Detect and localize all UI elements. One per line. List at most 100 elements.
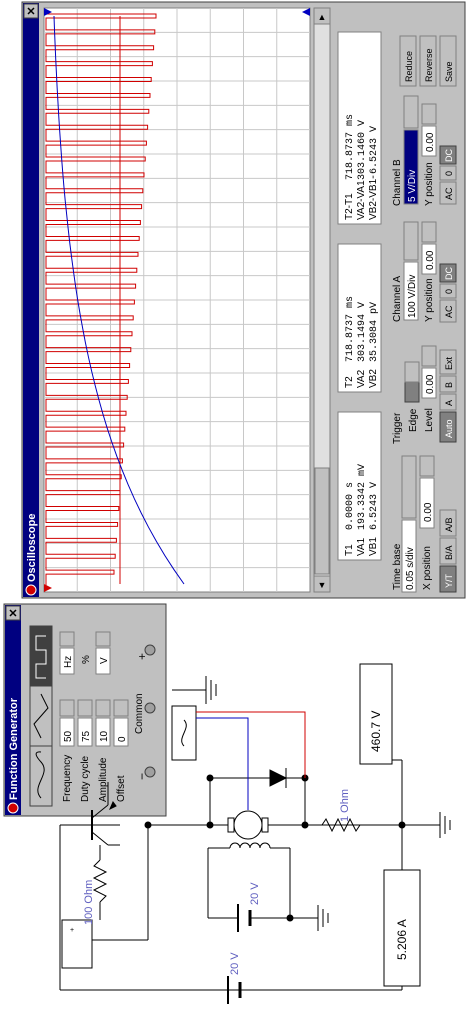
auto-button[interactable] xyxy=(439,411,457,443)
motor xyxy=(233,810,263,840)
fg-title: Function Generator xyxy=(8,697,20,800)
common-terminal[interactable] xyxy=(144,702,156,714)
t2-label: T2 xyxy=(344,376,355,388)
t2-t1-label: T2-T1 xyxy=(344,193,355,220)
square-wave-button[interactable] xyxy=(29,625,53,687)
frequency-unit-select[interactable] xyxy=(59,647,75,675)
amplitude-unit-select[interactable] xyxy=(95,647,111,675)
auto-label: Auto xyxy=(444,419,454,438)
scope-scrollbar[interactable]: ▲ ▼ xyxy=(313,7,331,593)
save-button[interactable] xyxy=(439,35,457,87)
fg-offset-row: Offset 0 xyxy=(113,699,129,802)
plus-terminal[interactable] xyxy=(144,644,156,656)
channel-b-dc-button[interactable] xyxy=(439,145,457,165)
xpos-field[interactable] xyxy=(419,477,435,529)
ab-button[interactable] xyxy=(439,509,457,537)
frequency-unit-spinner[interactable] xyxy=(59,631,75,647)
ba-label: B/A xyxy=(444,545,454,560)
sine-wave-icon xyxy=(35,751,45,799)
channel-b-zero-button[interactable] xyxy=(439,165,457,181)
scroll-right-button[interactable] xyxy=(313,575,331,593)
t1-value: 0.0000 s xyxy=(345,482,356,530)
channel-a-ypos-label: Y position xyxy=(424,278,435,322)
frequency-label: Frequency xyxy=(62,755,73,802)
channel-a-ypos-spinner[interactable] xyxy=(421,221,437,243)
timebase-spinner[interactable] xyxy=(401,455,417,519)
edge-falling-button[interactable] xyxy=(404,361,420,383)
vb2-label: VB2 xyxy=(368,369,379,388)
channel-b-ypos-field[interactable] xyxy=(421,125,437,157)
level-field[interactable] xyxy=(421,367,437,399)
channel-b-scale-field[interactable] xyxy=(403,129,419,205)
oscilloscope-title-bar[interactable] xyxy=(23,3,39,597)
app-icon xyxy=(25,584,37,596)
channel-b-spinner[interactable] xyxy=(403,95,419,129)
reverse-label: Reverse xyxy=(424,48,434,82)
triangle-wave-icon xyxy=(33,693,49,739)
trace-a xyxy=(53,15,185,585)
waveform-buttons xyxy=(29,625,53,807)
function-generator-window: ✕ Function Generator Frequency 50 Hz Dut… xyxy=(3,603,167,817)
channel-a-ypos-field[interactable] xyxy=(421,243,437,275)
level-label: Level xyxy=(424,408,435,432)
plus-terminal-label: + xyxy=(135,653,149,660)
trigger-ext-button[interactable] xyxy=(439,349,457,375)
ammeter-reading: 5.206 A xyxy=(395,919,409,960)
vb1-value: 6.5243 V xyxy=(369,482,380,530)
scroll-left-button[interactable] xyxy=(313,7,331,25)
shunt-resistor xyxy=(321,817,361,833)
amplitude-field[interactable] xyxy=(95,717,111,747)
channel-a-spinner[interactable] xyxy=(403,221,419,261)
channel-a-ac-button[interactable] xyxy=(439,299,457,323)
duty-cycle-label: Duty cycle xyxy=(80,755,91,802)
frequency-spinner[interactable] xyxy=(59,699,75,717)
amplitude-spinner[interactable] xyxy=(95,699,111,717)
field-source-label: 20 V xyxy=(249,882,261,905)
fg-title-bar[interactable] xyxy=(5,605,21,815)
offset-spinner[interactable] xyxy=(113,699,129,717)
main-source-label: 20 V xyxy=(229,952,241,975)
reverse-button[interactable] xyxy=(419,35,437,87)
trigger-b-button[interactable] xyxy=(439,375,457,393)
channel-a-dc-button[interactable] xyxy=(439,263,457,283)
duty-cycle-spinner[interactable] xyxy=(77,699,93,717)
duty-cycle-field[interactable] xyxy=(77,717,93,747)
offset-field[interactable] xyxy=(113,717,129,747)
circuit-schematic: + xyxy=(59,676,451,1004)
channel-a-scale: 100 V/Div xyxy=(407,275,418,318)
cursor-2-marker[interactable] xyxy=(44,584,52,592)
reduce-label: Reduce xyxy=(404,51,414,82)
measurement-box-2: T2 VA2 VB2 718.8737 ms 303.1494 V 35.308… xyxy=(337,243,382,393)
channel-a-zero-label: 0 xyxy=(444,289,454,294)
channel-a-scale-field[interactable] xyxy=(403,261,419,321)
edge-rising-button[interactable] xyxy=(404,381,420,403)
frequency-field[interactable] xyxy=(59,717,75,747)
minus-terminal[interactable] xyxy=(144,766,156,778)
scope-probe-b xyxy=(196,711,306,778)
reduce-button[interactable] xyxy=(399,35,417,87)
trigger-a-button[interactable] xyxy=(439,393,457,411)
oscilloscope-close-button[interactable]: ✕ xyxy=(23,3,39,19)
channel-b-ac-button[interactable] xyxy=(439,181,457,205)
timebase-value: 0.05 s/div xyxy=(405,547,416,590)
channel-b-dc-label: DC xyxy=(444,149,454,162)
cursor-1-marker[interactable] xyxy=(44,8,52,16)
fg-close-button[interactable]: ✕ xyxy=(5,605,21,621)
ba-button[interactable] xyxy=(439,537,457,565)
timebase-group: Time base 0.05 s/div X position 0.00 Y/T… xyxy=(392,455,457,593)
sine-wave-button[interactable] xyxy=(29,745,53,807)
amplitude-unit-spinner[interactable] xyxy=(95,631,111,647)
scroll-thumb[interactable] xyxy=(314,467,330,575)
channel-b-scale: 5 V/Div xyxy=(407,170,418,202)
trigger-a-label: A xyxy=(444,400,454,406)
t1-label: T1 xyxy=(344,544,355,556)
xpos-spinner[interactable] xyxy=(419,455,435,477)
level-spinner[interactable] xyxy=(421,345,437,367)
timebase-field[interactable] xyxy=(401,519,417,593)
yt-button[interactable] xyxy=(439,565,457,593)
channel-b-ypos-spinner[interactable] xyxy=(421,103,437,125)
cursor-2-top-marker[interactable] xyxy=(302,8,310,16)
channel-a-zero-button[interactable] xyxy=(439,283,457,299)
base-resistor xyxy=(92,859,108,903)
save-label: Save xyxy=(444,61,454,82)
